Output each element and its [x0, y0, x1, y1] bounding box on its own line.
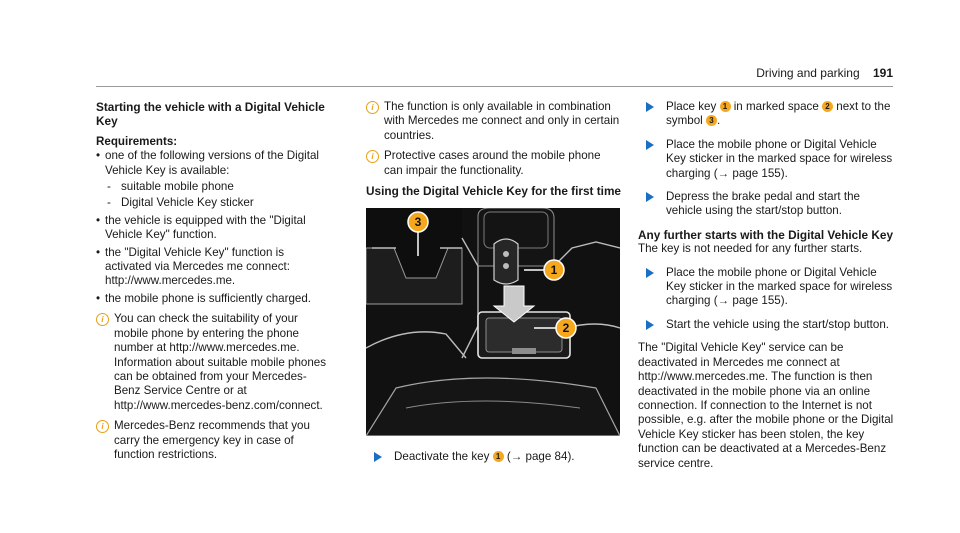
list-item: the mobile phone is sufficiently charged…: [96, 292, 332, 307]
requirements-list: one of the following versions of the Dig…: [96, 149, 332, 306]
step-text: .: [716, 114, 721, 128]
triangle-arrow-icon: [646, 102, 654, 112]
callout-badge: 2: [822, 101, 834, 112]
list-item: one of the following versions of the Dig…: [96, 149, 332, 211]
requirements-label: Requirements:: [96, 134, 178, 148]
triangle-arrow-icon: [646, 319, 654, 330]
callout-label: 1: [551, 263, 558, 277]
callout-badge: 1: [492, 451, 504, 463]
note-block: i Protective cases around the mobile pho…: [366, 149, 622, 178]
console-illustration: 1 2 3: [366, 208, 620, 437]
note-text: You can check the suitability of your mo…: [114, 312, 300, 355]
instruction-step: Place key 1 in marked space 2 next to th…: [638, 100, 894, 129]
info-icon: i: [96, 420, 109, 434]
info-icon: i: [366, 101, 379, 114]
callout-label: 2: [563, 321, 570, 335]
column-3: Place key 1 in marked space 2 next to th…: [638, 100, 894, 477]
note-block: i You can check the suitability of your …: [96, 312, 332, 413]
sub-list: suitable mobile phone Digital Vehicle Ke…: [105, 180, 332, 211]
step-text: Deactivate the key: [394, 450, 490, 464]
page-reference: (→ page 84).: [506, 450, 575, 464]
list-item: the "Digital Vehicle Key" function is ac…: [96, 246, 332, 289]
step-text: Place the mobile phone or Digital Vehicl…: [666, 265, 893, 308]
callout-badge: 1: [719, 101, 731, 112]
column-2: i The function is only available in comb…: [366, 100, 622, 474]
step-text: next to the symbol: [666, 100, 891, 128]
header-rule: [96, 86, 893, 87]
callout-badge: 3: [705, 115, 717, 127]
note-text: The function is only available in combin…: [384, 100, 620, 142]
paragraph: The "Digital Vehicle Key" service can be…: [638, 341, 894, 470]
triangle-arrow-icon: [646, 192, 654, 203]
step-text: Place the mobile phone or Digital Vehicl…: [666, 137, 893, 180]
note-block: i Mercedes-Benz recommends that you carr…: [96, 419, 332, 462]
sub-list-item: Digital Vehicle Key sticker: [105, 196, 332, 211]
instruction-step: Depress the brake pedal and start the ve…: [638, 190, 894, 219]
instruction-step: Place the mobile phone or Digital Vehicl…: [638, 266, 894, 309]
callout-label: 3: [415, 215, 422, 229]
column-1: Starting the vehicle with a Digital Vehi…: [96, 100, 332, 468]
note-text: Information about suitable mobile phones…: [114, 355, 327, 412]
triangle-arrow-icon: [646, 267, 654, 278]
list-item: the vehicle is equipped with the "Digita…: [96, 214, 332, 243]
step-text: Depress the brake pedal and start the ve…: [666, 190, 860, 218]
info-icon: i: [366, 150, 379, 164]
paragraph: The key is not needed for any further st…: [638, 242, 863, 256]
list-item-text: one of the following versions of the Dig…: [105, 149, 319, 177]
page-number: 191: [872, 66, 893, 80]
step-text: in marked space: [733, 100, 819, 113]
instruction-step: Start the vehicle using the start/stop b…: [638, 318, 894, 332]
section-title: Driving and parking: [756, 66, 860, 80]
triangle-arrow-icon: [646, 139, 654, 150]
sub-list-item: suitable mobile phone: [105, 180, 332, 195]
triangle-arrow-icon: [374, 452, 382, 463]
info-icon: i: [96, 313, 109, 327]
note-text: Mercedes-Benz recommends that you carry …: [114, 419, 310, 461]
section-heading: Starting the vehicle with a Digital Vehi…: [96, 100, 325, 129]
step-text: Start the vehicle using the start/stop b…: [666, 317, 889, 331]
instruction-step: Deactivate the key 1 (→ page 84).: [366, 450, 622, 464]
instruction-step: Place the mobile phone or Digital Vehicl…: [638, 138, 894, 181]
running-head: Driving and parking 191: [756, 66, 893, 80]
note-text: Protective cases around the mobile phone…: [384, 149, 601, 177]
subsection-heading: Any further starts with the Digital Vehi…: [638, 227, 894, 242]
step-text: Place key: [666, 100, 717, 113]
subsection-heading: Using the Digital Vehicle Key for the fi…: [366, 184, 621, 199]
console-figure: 1 2 3: [366, 208, 620, 437]
note-block: i The function is only available in comb…: [366, 100, 622, 143]
